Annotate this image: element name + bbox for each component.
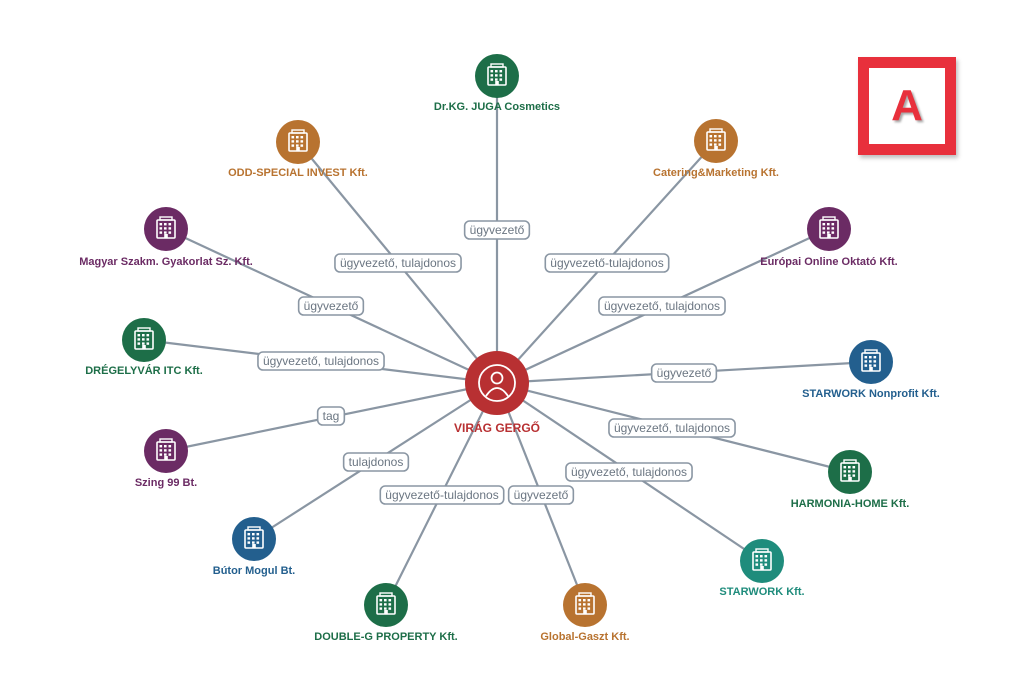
company-node-dregelyvar[interactable]: DRÉGELYVÁR ITC Kft. xyxy=(85,318,203,377)
company-node-oddspecial[interactable]: ODD-SPECIAL INVEST Kft. xyxy=(228,120,368,179)
edge-label-globalgaszt[interactable]: ügyvezető xyxy=(507,485,575,505)
company-node-globalgaszt[interactable]: Global-Gaszt Kft. xyxy=(540,583,630,643)
brand-logo-inner: A xyxy=(869,68,945,144)
edge-label-text: ügyvezető xyxy=(657,366,712,380)
edge-label-box[interactable] xyxy=(463,220,531,240)
company-node-label[interactable]: Európai Online Oktató Kft. xyxy=(760,256,898,268)
company-node-label[interactable]: HARMONIA-HOME Kft. xyxy=(791,498,910,510)
company-node-label[interactable]: STARWORK Nonprofit Kft. xyxy=(802,388,940,400)
edge-label-box[interactable] xyxy=(650,363,718,383)
edge-label-starworkNP[interactable]: ügyvezető xyxy=(650,363,718,383)
person-icon xyxy=(478,364,516,402)
edge-label-box[interactable] xyxy=(334,253,462,273)
edge-label-text: ügyvezető xyxy=(470,223,525,237)
company-node-label[interactable]: Bútor Mogul Bt. xyxy=(213,565,295,577)
company-node-juga[interactable]: Dr.KG. JUGA Cosmetics xyxy=(434,54,560,113)
company-node-harmonia[interactable]: HARMONIA-HOME Kft. xyxy=(791,450,910,510)
company-node-label[interactable]: Szing 99 Bt. xyxy=(135,477,197,489)
building-icon xyxy=(752,548,772,571)
company-node-label[interactable]: ODD-SPECIAL INVEST Kft. xyxy=(228,167,368,179)
building-icon xyxy=(575,592,595,615)
edge-label-text: ügyvezető, tulajdonos xyxy=(263,354,379,368)
edge-label-text: tag xyxy=(323,409,340,423)
building-icon xyxy=(156,438,176,461)
building-icon xyxy=(134,327,154,350)
company-node-starworkNP[interactable]: STARWORK Nonprofit Kft. xyxy=(802,340,940,400)
building-icon xyxy=(706,128,726,151)
edge-label-harmonia[interactable]: ügyvezető, tulajdonos xyxy=(608,418,736,438)
company-node-label[interactable]: Catering&Marketing Kft. xyxy=(653,167,779,179)
edge-label-szing[interactable]: tag xyxy=(316,406,346,426)
edge-label-starwork[interactable]: ügyvezető, tulajdonos xyxy=(565,462,693,482)
edge-label-text: ügyvezető, tulajdonos xyxy=(340,256,456,270)
edge-label-oddspecial[interactable]: ügyvezető, tulajdonos xyxy=(334,253,462,273)
company-node-starwork[interactable]: STARWORK Kft. xyxy=(719,539,805,598)
edge-label-box[interactable] xyxy=(379,485,505,505)
building-icon xyxy=(840,459,860,482)
building-icon xyxy=(156,216,176,239)
company-node-catering[interactable]: Catering&Marketing Kft. xyxy=(653,119,779,179)
company-node-europai[interactable]: Európai Online Oktató Kft. xyxy=(760,207,898,268)
edge-label-dregelyvar[interactable]: ügyvezető, tulajdonos xyxy=(257,351,385,371)
edge-label-europai[interactable]: ügyvezető, tulajdonos xyxy=(598,296,726,316)
edge-label-box[interactable] xyxy=(544,253,670,273)
edge-label-text: tulajdonos xyxy=(349,455,404,469)
edge-label-doubleg[interactable]: ügyvezető-tulajdonos xyxy=(379,485,505,505)
edge-label-box[interactable] xyxy=(342,452,410,472)
building-icon xyxy=(487,63,507,86)
brand-logo: A xyxy=(858,57,956,155)
edge-label-box[interactable] xyxy=(598,296,726,316)
company-node-label[interactable]: STARWORK Kft. xyxy=(719,586,804,598)
edge-label-box[interactable] xyxy=(257,351,385,371)
building-icon xyxy=(244,526,264,549)
edge-label-magyar[interactable]: ügyvezető xyxy=(297,296,365,316)
edge-label-box[interactable] xyxy=(316,406,346,426)
company-node-label[interactable]: Global-Gaszt Kft. xyxy=(540,631,629,643)
edge-label-text: ügyvezető xyxy=(304,299,359,313)
edge-label-box[interactable] xyxy=(507,485,575,505)
company-node-label[interactable]: DRÉGELYVÁR ITC Kft. xyxy=(85,364,203,377)
edge-label-box[interactable] xyxy=(608,418,736,438)
brand-logo-letter: A xyxy=(891,81,923,130)
edge-label-box[interactable] xyxy=(297,296,365,316)
edge-label-text: ügyvezető xyxy=(514,488,569,502)
edge-label-box[interactable] xyxy=(565,462,693,482)
company-node-label[interactable]: Dr.KG. JUGA Cosmetics xyxy=(434,101,560,113)
building-icon xyxy=(861,349,881,372)
company-node-butor[interactable]: Bútor Mogul Bt. xyxy=(213,517,295,577)
edge-label-text: ügyvezető, tulajdonos xyxy=(571,465,687,479)
edge-label-text: ügyvezető, tulajdonos xyxy=(604,299,720,313)
center-node[interactable]: VIRÁG GERGŐ xyxy=(454,351,540,435)
edge-label-text: ügyvezető, tulajdonos xyxy=(614,421,730,435)
company-node-magyar[interactable]: Magyar Szakm. Gyakorlat Sz. Kft. xyxy=(79,207,253,268)
edge-label-juga[interactable]: ügyvezető xyxy=(463,220,531,240)
building-icon xyxy=(288,129,308,152)
edge-label-text: ügyvezető-tulajdonos xyxy=(550,256,663,270)
company-node-szing[interactable]: Szing 99 Bt. xyxy=(135,429,197,489)
edge-label-butor[interactable]: tulajdonos xyxy=(342,452,410,472)
center-node-label[interactable]: VIRÁG GERGŐ xyxy=(454,420,540,435)
edge-label-text: ügyvezető-tulajdonos xyxy=(385,488,498,502)
company-node-label[interactable]: Magyar Szakm. Gyakorlat Sz. Kft. xyxy=(79,256,253,268)
building-icon xyxy=(819,216,839,239)
company-node-doubleg[interactable]: DOUBLE-G PROPERTY Kft. xyxy=(314,583,458,643)
company-node-label[interactable]: DOUBLE-G PROPERTY Kft. xyxy=(314,631,457,643)
edge-label-catering[interactable]: ügyvezető-tulajdonos xyxy=(544,253,670,273)
building-icon xyxy=(376,592,396,615)
